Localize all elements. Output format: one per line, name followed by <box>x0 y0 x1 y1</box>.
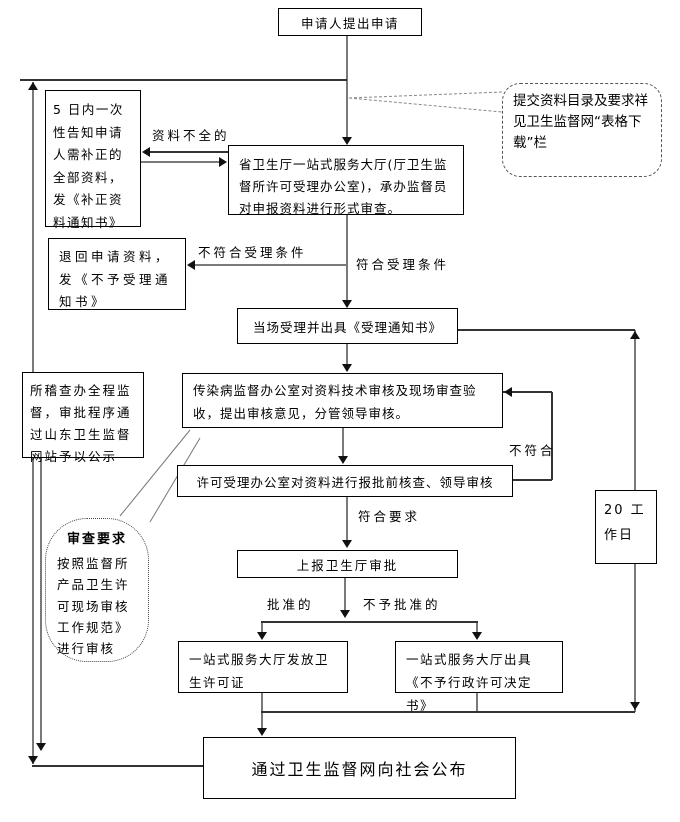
connector-formal-to-accept <box>346 215 348 307</box>
feedback-vertical <box>551 392 553 480</box>
timeline-top-horizontal <box>458 329 635 331</box>
arrowhead <box>28 756 38 764</box>
bottomleft-horizontal <box>32 765 203 767</box>
feedback-bottom-horizontal <box>513 479 552 481</box>
arrowhead <box>342 364 352 372</box>
review-requirements-body: 按照监督所产品卫生许可现场审核工作规范》进行审核 <box>57 556 130 657</box>
connector-split-to-issue <box>261 622 263 637</box>
label-meets-requirements: 符合要求 <box>358 509 421 524</box>
arrowhead <box>257 632 267 640</box>
arrowhead <box>342 540 352 548</box>
connector-tech-to-precheck <box>342 428 344 461</box>
supplement-arrow-back <box>148 151 228 153</box>
node-issue-license: 一站式服务大厅发放卫生许可证 <box>178 641 348 693</box>
arrowhead <box>257 728 267 736</box>
label-not-qualified-acceptance: 不符合受理条件 <box>198 245 307 260</box>
connector-accept-to-tech <box>346 344 348 371</box>
arrowhead <box>342 137 352 145</box>
arrowhead <box>342 300 352 308</box>
node-supplement-notice: 5 日内一次性告知申请人需补正的全部资料，发《补正资料通知书》 <box>45 90 141 230</box>
connector-deny-down <box>476 693 478 712</box>
node-working-days: 20 工作日 <box>595 490 657 564</box>
merge-horizontal <box>261 711 635 713</box>
arrowhead <box>472 632 482 640</box>
node-accept-notice: 当场受理并出具《受理通知书》 <box>237 308 458 344</box>
node-reject-return: 退回申请资料，发《不予受理通知书》 <box>48 238 186 310</box>
review-requirements-title: 审查要求 <box>66 532 127 547</box>
node-precheck: 许可受理办公室对资料进行报批前核查、领导审核 <box>177 465 513 497</box>
label-not-conform: 不符合 <box>509 443 556 458</box>
connector-submit-to-split <box>344 578 346 616</box>
arrowhead <box>630 702 640 710</box>
label-qualified-acceptance: 符合受理条件 <box>356 257 450 272</box>
label-materials-incomplete: 资料不全的 <box>152 128 230 143</box>
connector-apply-to-formal <box>346 36 348 140</box>
reject-horizontal <box>190 264 347 266</box>
left-supervise-vertical <box>40 458 42 750</box>
node-apply: 申请人提出申请 <box>278 8 422 36</box>
arrowhead <box>28 82 38 90</box>
node-publish: 通过卫生监督网向社会公布 <box>203 737 516 799</box>
label-not-approved: 不予批准的 <box>363 597 441 612</box>
callout-review-requirements: 审查要求 按照监督所产品卫生许可现场审核工作规范》进行审核 <box>45 518 149 662</box>
arrowhead <box>340 610 350 618</box>
arrowhead <box>219 157 227 167</box>
callout-submit-materials: 提交资料目录及要求祥见卫生监督网“表格下载”栏 <box>502 83 662 177</box>
arrowhead <box>187 260 195 270</box>
arrowhead <box>36 743 46 751</box>
arrowhead <box>630 331 640 339</box>
node-formal-review: 省卫生厅一站式服务大厅(厅卫生监督所许可受理办公室)，承办监督员对申报资料进行形… <box>228 145 464 216</box>
split-horizontal <box>261 621 478 623</box>
node-submit-approval: 上报卫生厅审批 <box>237 550 458 578</box>
connector-split-to-deny <box>476 622 478 637</box>
top-return-horizontal <box>20 79 347 81</box>
node-whole-process-supervision: 所稽查办全程监督，审批程序通过山东卫生监督网站予以公示 <box>22 372 144 464</box>
arrowhead <box>338 456 348 464</box>
label-approved: 批准的 <box>267 597 314 612</box>
node-tech-review: 传染病监督办公室对资料技术审核及现场审查验收，提出审核意见，分管领导审核。 <box>182 373 503 428</box>
connector-issue-to-publish <box>261 693 263 733</box>
arrowhead <box>504 387 512 397</box>
supplement-arrow-forward <box>140 161 222 163</box>
arrowhead <box>142 147 150 157</box>
node-deny-license: 一站式服务大厅出具《不予行政许可决定书》 <box>395 641 563 713</box>
connector-precheck-to-submit <box>346 497 348 546</box>
